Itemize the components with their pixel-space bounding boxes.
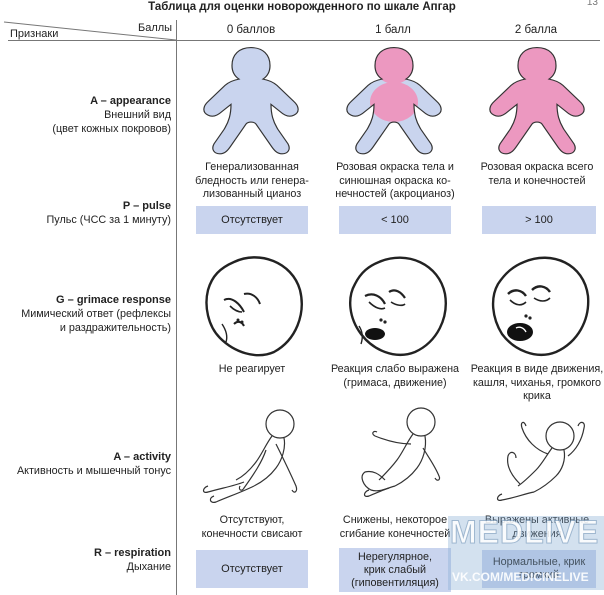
baby-figure-pale [203, 47, 299, 155]
cell-pulse-2: > 100 [482, 206, 596, 234]
column-header-2: 2 балла [514, 24, 558, 36]
cell-respiration-2: Нормальные, крик громкий [482, 550, 596, 588]
criterion-pulse: P – pulse Пульс (ЧСС за 1 минуту) [6, 199, 171, 227]
infant-partial-flexion [361, 407, 441, 497]
watermark-url: VK.COM/MEDICINELIVE [452, 570, 589, 584]
cell-appearance-0: Генерализованная бледность или генера- л… [195, 161, 309, 200]
criterion-appearance: A – appearance Внешний вид (цвет кожных … [6, 94, 171, 136]
criteria-label: Признаки [10, 28, 59, 40]
criterion-code: R – respiration [93, 547, 171, 559]
criterion-code: A – activity [113, 451, 171, 463]
watermark-logo: MEDLIVE [449, 514, 600, 551]
cell-grimace-2: Реакция в виде движения, кашля, чиханья,… [470, 363, 604, 402]
criterion-desc: Внешний вид (цвет кожных покровов) [52, 109, 171, 135]
infant-active [496, 421, 585, 501]
column-header-1: 1 балл [375, 24, 411, 36]
cell-activity-1: Снижены, некоторое сгибание конечностей [339, 514, 451, 540]
cell-respiration-0: Отсутствует [196, 550, 308, 588]
cell-activity-0: Отсутствуют, конечности свисают [201, 514, 303, 540]
cell-pulse-1: < 100 [339, 206, 451, 234]
criterion-desc: Мимический ответ (рефлексы и раздражител… [21, 308, 171, 334]
face-no-reaction [205, 256, 303, 357]
infant-limp [202, 409, 298, 503]
baby-figure-pink [489, 47, 585, 155]
points-label: Баллы [138, 22, 173, 34]
cell-pulse-0: Отсутствует [196, 206, 308, 234]
cell-respiration-1: Нерегулярное, крик слабый (гиповентиляци… [339, 548, 451, 592]
page-number: 13 [586, 0, 598, 8]
header-diagonal-line [3, 21, 177, 41]
watermark-overlay [448, 516, 604, 590]
cell-grimace-0: Не реагирует [218, 363, 286, 375]
criterion-desc: Дыхание [126, 561, 171, 573]
cell-activity-2: Выражены активные движения [484, 514, 590, 540]
criterion-code: A – appearance [90, 95, 171, 107]
criterion-desc: Пульс (ЧСС за 1 минуту) [46, 214, 171, 226]
table-title: Таблица для оценки новорожденного по шка… [148, 1, 456, 13]
criterion-respiration: R – respiration Дыхание [6, 546, 171, 574]
column-divider [176, 20, 177, 595]
criterion-desc: Активность и мышечный тонус [16, 465, 171, 477]
cell-grimace-1: Реакция слабо выражена (гримаса, движени… [330, 363, 460, 389]
header-divider [8, 40, 600, 41]
face-crying [491, 256, 590, 356]
criterion-code: G – grimace response [56, 294, 171, 306]
criterion-grimace: G – grimace response Мимический ответ (р… [6, 293, 171, 335]
criterion-activity: A – activity Активность и мышечный тонус [6, 450, 171, 478]
baby-figure-acrocyanosis [346, 47, 442, 155]
criterion-code: P – pulse [122, 200, 171, 212]
face-grimace [349, 256, 447, 356]
cell-appearance-2: Розовая окраска всего тела и конечностей [480, 161, 594, 187]
cell-appearance-1: Розовая окраска тела и синюшная окраска … [335, 161, 455, 200]
column-header-0: 0 баллов [226, 24, 276, 36]
